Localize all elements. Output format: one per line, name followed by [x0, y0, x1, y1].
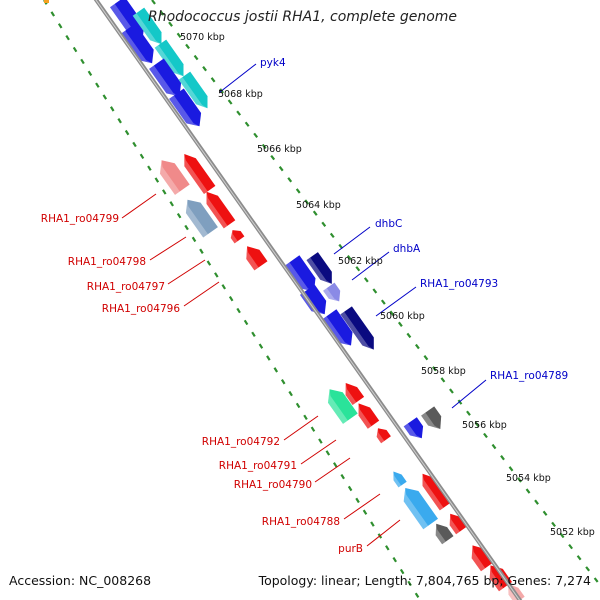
kbp-tick-label: 5064 kbp — [296, 200, 341, 211]
gene-leader-line — [183, 281, 220, 307]
gene-RHA1_ro04798[interactable] — [185, 199, 218, 238]
gene-leader-line — [343, 493, 381, 520]
gene-rev-red-4[interactable] — [376, 428, 391, 444]
gene-fwd-lavender[interactable] — [323, 282, 341, 302]
kbp-tick-label: 5056 kbp — [462, 420, 507, 431]
gene-rev-red-3[interactable] — [230, 230, 245, 244]
kbp-tick-label: 5058 kbp — [421, 366, 466, 377]
gene-RHA1_ro04797[interactable] — [246, 246, 268, 271]
gene-leader-line — [283, 415, 319, 441]
gene-label-reverse[interactable]: RHA1_ro04799 — [41, 213, 119, 225]
gene-leader-line — [219, 63, 257, 93]
feature-marker — [44, 0, 49, 3]
gene-fwd-cyan-3[interactable] — [178, 71, 208, 109]
gene-RHA1_ro04799[interactable] — [160, 160, 190, 195]
gene-pyk4[interactable] — [149, 58, 182, 97]
gene-fwd-blue-5[interactable] — [403, 417, 424, 439]
gene-leader-line — [121, 193, 157, 219]
gene-rev-red-1[interactable] — [184, 154, 216, 194]
gene-RHA1_ro04789[interactable] — [421, 406, 442, 429]
kbp-tick-label: 5062 kbp — [338, 256, 383, 267]
gene-leader-line — [300, 439, 337, 465]
gene-label-reverse[interactable]: RHA1_ro04796 — [102, 303, 181, 315]
gene-RHA1_ro04791[interactable] — [345, 383, 365, 405]
gene-leader-line — [314, 457, 351, 483]
gene-leader-line — [375, 286, 417, 317]
gene-leader-line — [167, 259, 206, 285]
kbp-tick-label: 5068 kbp — [218, 89, 263, 100]
gene-label-forward[interactable]: dhbA — [393, 243, 421, 255]
gene-leader-line — [366, 519, 401, 547]
gene-label-forward[interactable]: pyk4 — [260, 57, 286, 69]
gene-label-reverse[interactable]: RHA1_ro04797 — [87, 281, 165, 293]
kbp-tick-label: 5054 kbp — [506, 473, 551, 484]
gene-label-reverse[interactable]: RHA1_ro04792 — [202, 436, 280, 448]
gene-fwd-blue-3[interactable] — [169, 88, 202, 127]
kbp-tick-label: 5066 kbp — [257, 144, 302, 155]
gene-leader-line — [351, 251, 390, 281]
gene-label-reverse[interactable]: RHA1_ro04791 — [219, 460, 297, 472]
right-ruler-line — [151, 0, 600, 586]
genome-title: Rhodococcus jostii RHA1, complete genome — [148, 9, 458, 25]
gene-RHA1_ro04790[interactable] — [358, 403, 380, 429]
gene-label-forward[interactable]: dhbC — [375, 218, 402, 230]
gene-rev-gray[interactable] — [435, 523, 454, 545]
gene-fwd-navy-2[interactable] — [340, 306, 374, 350]
gene-fwd-top-cyan-1[interactable] — [132, 7, 162, 45]
gene-rev-red-6[interactable] — [449, 513, 468, 535]
gene-fwd-top-blue-2[interactable] — [120, 23, 154, 64]
gene-label-reverse[interactable]: RHA1_ro04790 — [234, 479, 312, 491]
gene-rev-sky-1[interactable] — [393, 471, 407, 488]
gene-fwd-top-cyan-2[interactable] — [154, 39, 184, 77]
gene-leader-line — [451, 379, 487, 409]
gene-label-reverse[interactable]: purB — [338, 543, 363, 555]
gene-RHA1_ro04792[interactable] — [328, 389, 358, 424]
gene-RHA1_ro04788[interactable] — [403, 488, 438, 530]
accession-text: Accession: NC_008268 — [9, 573, 152, 588]
topology-text: Topology: linear; Length: 7,804,765 bp; … — [258, 573, 591, 588]
gene-label-forward[interactable]: RHA1_ro04789 — [490, 370, 568, 382]
gene-leader-line — [149, 236, 187, 261]
gene-rev-red-2[interactable] — [206, 191, 236, 229]
gene-purB[interactable] — [471, 545, 494, 572]
genome-backbone-highlight — [95, 0, 521, 600]
gene-dhbA[interactable] — [306, 252, 332, 284]
kbp-tick-label: 5060 kbp — [380, 311, 425, 322]
kbp-tick-label: 5052 kbp — [550, 527, 595, 538]
gene-label-reverse[interactable]: RHA1_ro04798 — [68, 256, 146, 268]
gene-label-reverse[interactable]: RHA1_ro04788 — [262, 516, 340, 528]
gene-label-forward[interactable]: RHA1_ro04793 — [420, 278, 498, 290]
gene-leader-line — [333, 226, 371, 255]
gene-RHA1_ro04793[interactable] — [321, 309, 353, 346]
gene-rev-red-7[interactable] — [489, 565, 512, 592]
gene-rev-red-5[interactable] — [422, 473, 452, 511]
kbp-tick-label: 5070 kbp — [180, 32, 225, 43]
gene-dhbC[interactable] — [284, 255, 316, 292]
left-ruler-line — [43, 0, 421, 600]
